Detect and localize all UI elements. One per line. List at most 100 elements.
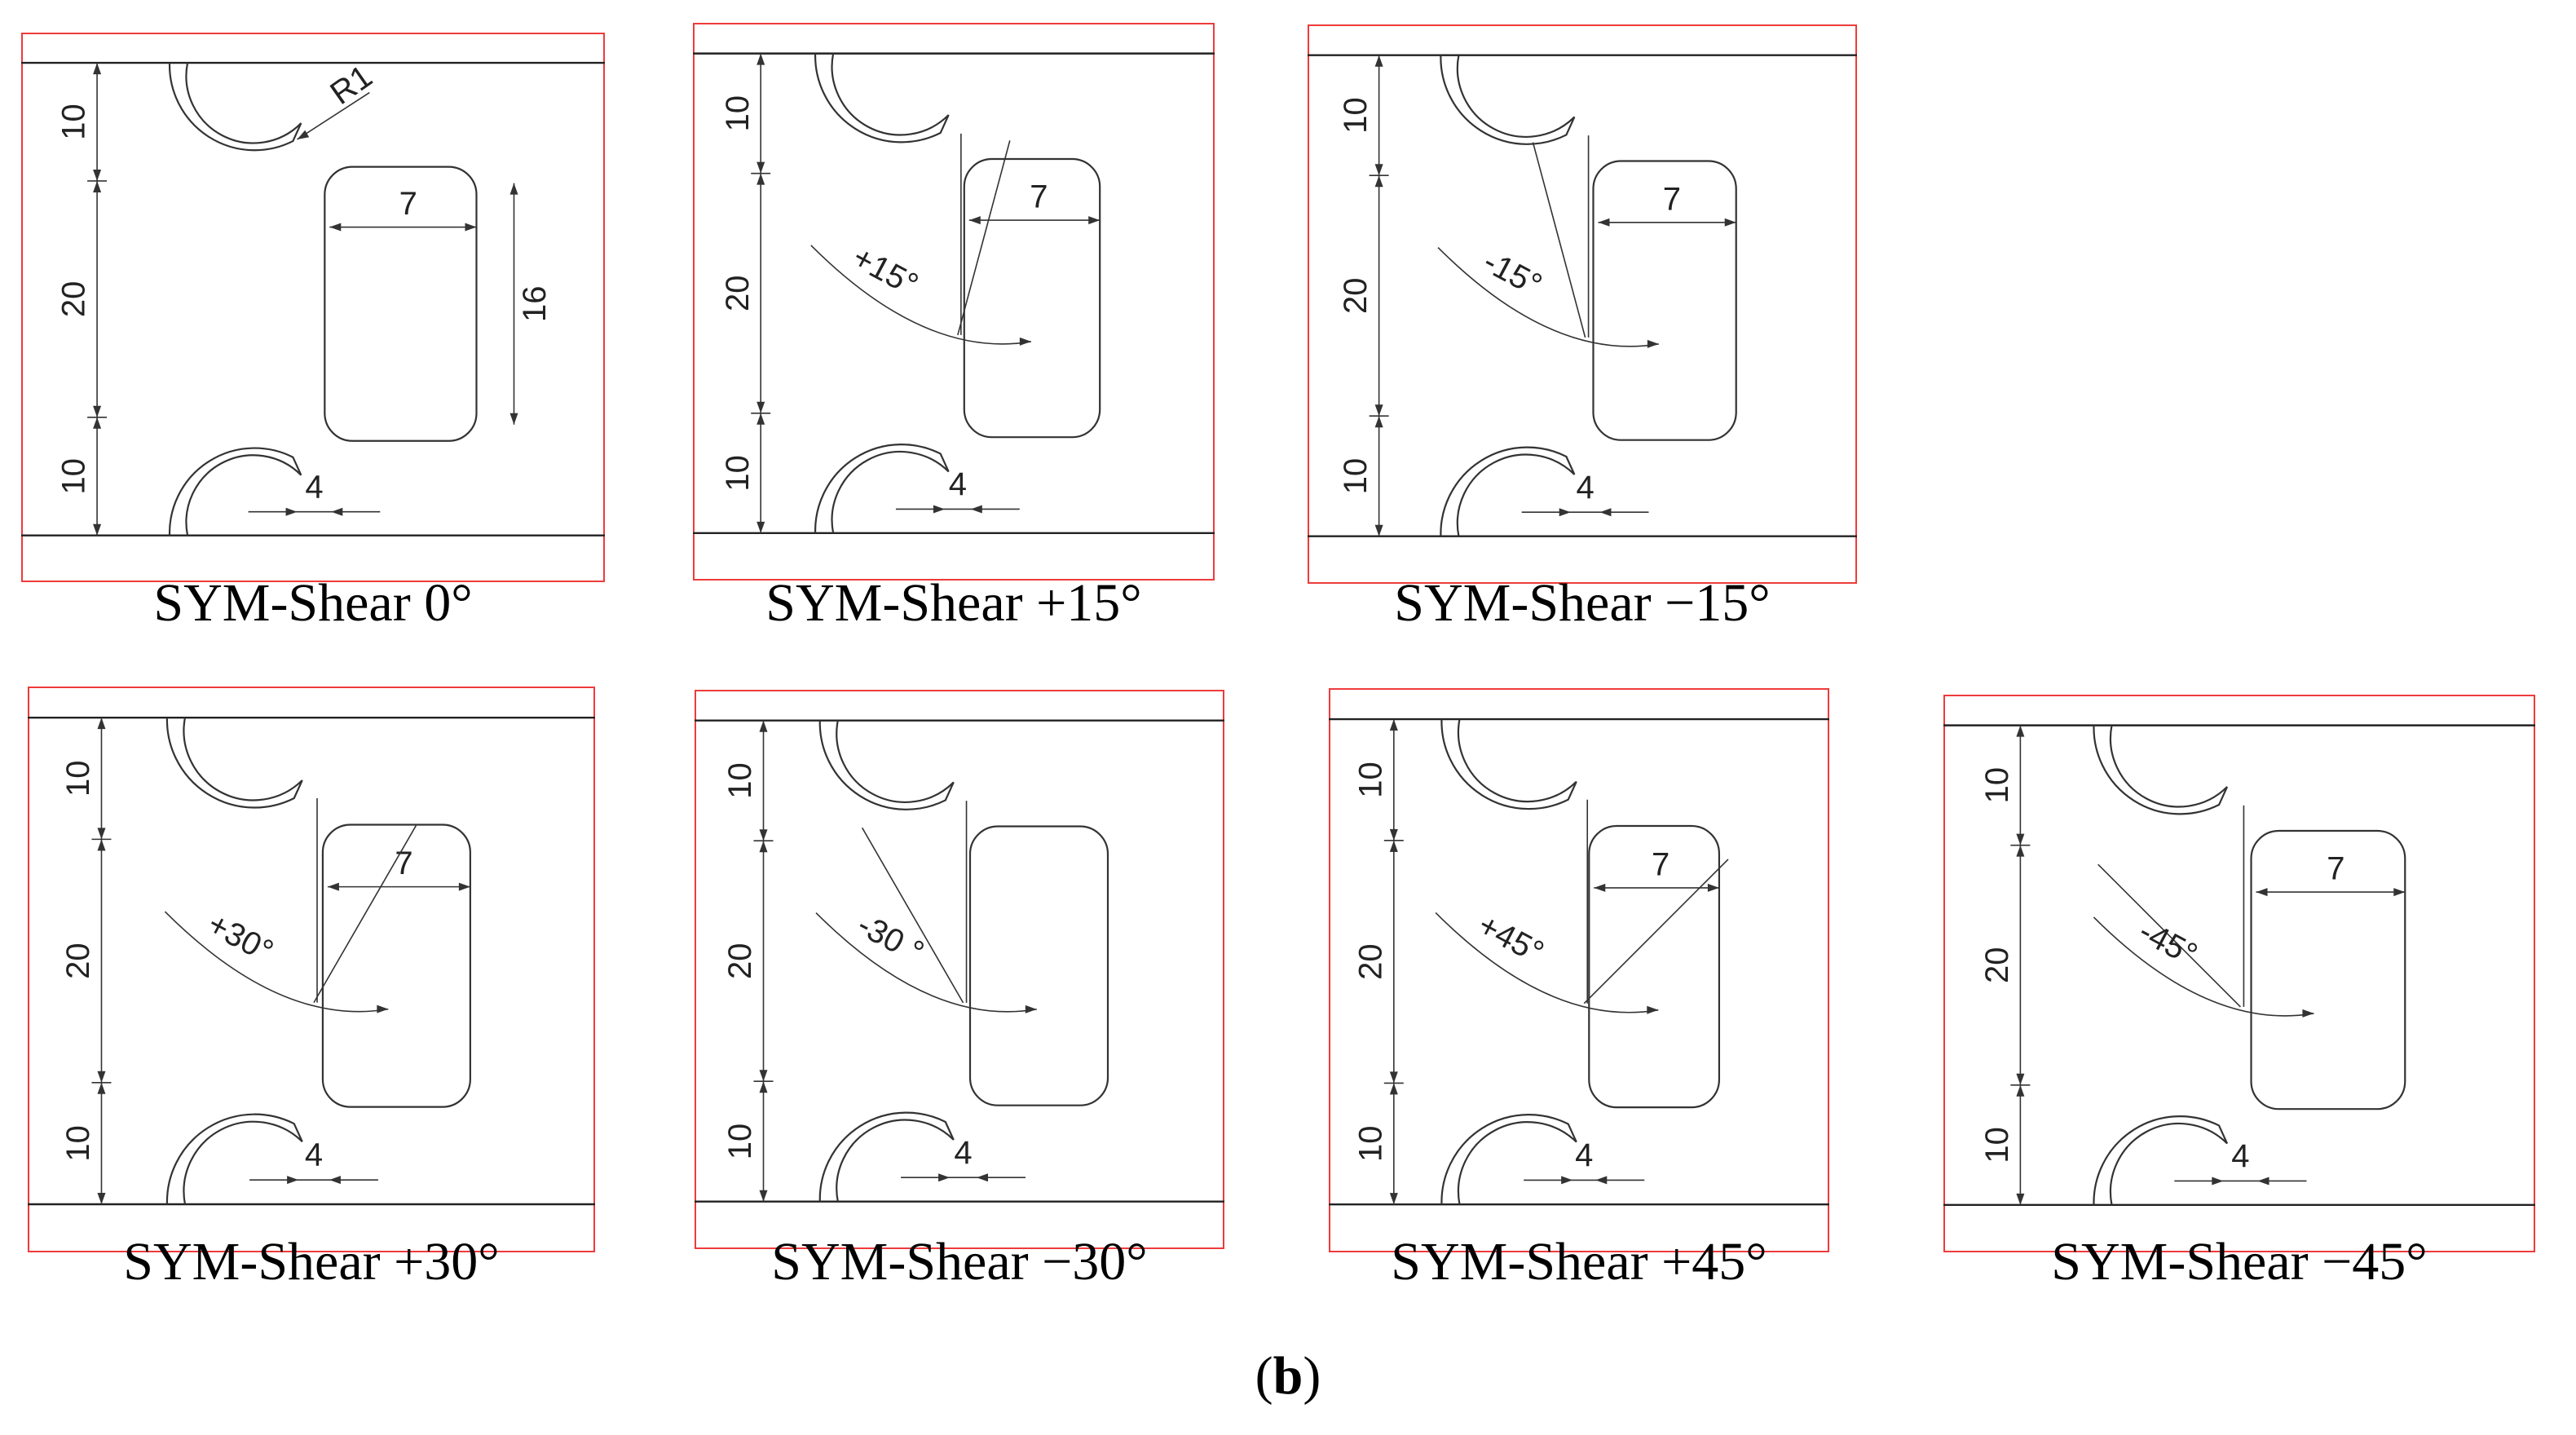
dimension-arrow [977,1173,988,1182]
dimension-arrow [2016,725,2025,737]
dimension-height-label: 16 [517,285,553,322]
dimension-arrow [2257,1177,2269,1186]
dimension-arrow [93,417,102,429]
dimension-arrow [938,1173,951,1182]
upper-notch [1440,55,1576,145]
dimension-arrow [759,829,768,841]
dimension-width-label: 7 [2327,851,2344,887]
dimension-arrow [759,1070,768,1082]
dimension-arrow [377,1004,389,1013]
dimension-top-label: 10 [722,762,758,799]
dimension-arrow [759,841,768,853]
dimension-arrow [97,1082,106,1094]
dimension-arrow [1374,404,1383,417]
central-island [1592,160,1737,441]
dimension-gap-label: 4 [949,466,967,502]
dimension-arrow [1389,1193,1398,1205]
dimension-arrow [1595,1176,1608,1185]
panel-caption: SYM-Shear +15° [765,573,1142,633]
dimension-top-label: 10 [60,761,96,797]
dimension-arrow [1724,218,1736,227]
dimension-arrow [97,828,106,840]
dimension-arrow [2016,1084,2025,1097]
angle-arc [810,245,1032,345]
central-island [1588,824,1721,1109]
dimension-bottom-label: 10 [722,1124,758,1160]
dimension-gap-label: 4 [1575,1137,1593,1173]
dimension-middle-label: 20 [56,281,92,318]
ligament-line [1532,142,1586,338]
ligament-line [861,827,964,1004]
central-island [968,825,1109,1106]
dimension-arrow [93,63,102,75]
dimension-arrow [1389,828,1398,841]
angle-label: -15° [1478,244,1548,304]
dimension-arrow [297,130,310,139]
dimension-arrow [933,505,945,514]
dimension-arrow [968,216,981,225]
dimension-width-label: 7 [1652,846,1670,882]
angle-arc [164,911,389,1013]
dimension-arrow [509,413,518,425]
dimension-arrow [1561,1176,1573,1185]
dimension-arrow [1647,1005,1659,1014]
dimension-arrow [93,169,102,181]
dimension-arrow [331,507,343,516]
subfigure-label-letter: b [1273,1346,1303,1406]
angle-label: +30° [201,906,279,969]
dimension-arrow [458,882,470,891]
angle-label: -30 ° [852,907,930,971]
radius-label: R1 [324,59,378,112]
dimension-arrow [1374,55,1383,67]
dimension-middle-label: 20 [1338,277,1374,314]
panel-frame [1943,695,2535,1252]
dimension-arrow [2016,1193,2025,1205]
dimension-arrow [756,413,765,425]
dimension-middle-label: 20 [722,943,758,979]
radius-leader [297,91,370,140]
dimension-bottom-label: 10 [720,455,756,492]
subfigure-label-close: ) [1303,1346,1321,1406]
dimension-gap-label: 4 [305,1137,323,1173]
dimension-top-label: 10 [56,104,92,139]
upper-notch [814,53,950,144]
dimension-gap-label: 4 [305,469,323,505]
dimension-arrow [1088,216,1101,225]
dimension-arrow [509,183,518,195]
upper-notch [818,720,955,810]
dimension-arrow [756,53,765,65]
dimension-middle-label: 20 [1979,947,2015,983]
dimension-arrow [1374,524,1383,536]
upper-notch [168,62,302,152]
central-island [321,823,471,1108]
dimension-bottom-label: 10 [1352,1126,1388,1163]
dimension-arrow [97,839,106,851]
dimension-arrow [2212,1177,2224,1186]
angle-label: +45° [1472,907,1550,971]
angle-label: -45° [2133,913,2203,974]
ligament-line [2097,863,2241,1008]
dimension-bottom-label: 10 [56,458,92,495]
dimension-top-label: 10 [1352,762,1388,798]
subfigure-label: (b) [1206,1345,1370,1407]
lower-notch [165,1113,303,1205]
subfigure-label-open: ( [1255,1346,1273,1406]
dimension-arrow [756,161,765,174]
dimension-arrow [93,180,102,192]
dimension-arrow [759,1190,768,1202]
dimension-bottom-label: 10 [60,1125,96,1162]
dimension-gap-label: 4 [2231,1138,2249,1174]
panel-caption: SYM-Shear +45° [1391,1232,1767,1292]
lower-notch [814,444,950,534]
dimension-arrow [285,507,298,516]
